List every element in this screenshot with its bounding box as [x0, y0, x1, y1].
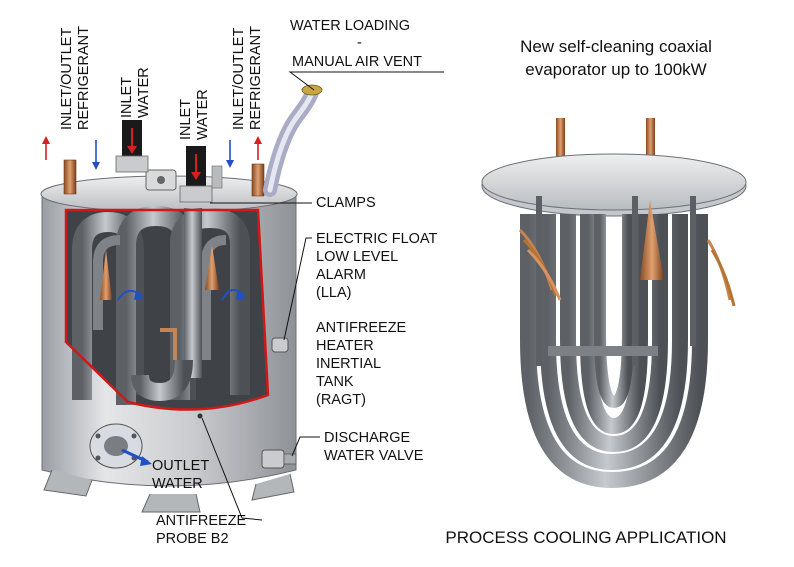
label-line: INLET	[178, 99, 194, 140]
label-line: (RAGT)	[316, 392, 366, 408]
label-line: INERTIAL	[316, 356, 381, 372]
svg-text:CLAMPS: CLAMPS	[316, 195, 376, 211]
label-line: MANUAL AIR VENT	[292, 54, 422, 70]
label-line: TANK	[316, 374, 354, 390]
label-line: ELECTRIC FLOAT	[316, 231, 438, 247]
label-line: LOW LEVEL	[316, 249, 398, 265]
label-line: INLET/OUTLET	[59, 28, 75, 130]
label-line: INLET	[119, 77, 135, 118]
right-title: New self-cleaning coaxial evaporator up …	[520, 37, 712, 79]
cutaway-outline	[64, 208, 270, 411]
inlet-water-pipe-left	[115, 120, 149, 173]
label-line: WATER LOADING	[290, 18, 410, 34]
label-inlet-outlet-refrigerant-right: INLET/OUTLET REFRIGERANT	[231, 26, 264, 130]
flow-arrow-right	[221, 289, 245, 301]
label-water-loading: WATER LOADING - MANUAL AIR VENT	[288, 18, 444, 91]
inlet-water-pipe-right	[179, 146, 213, 203]
label-inlet-water-left: INLET WATER	[119, 67, 152, 118]
label-line: WATER VALVE	[324, 448, 424, 464]
float-switch	[271, 337, 289, 353]
label-inlet-water-right: INLET WATER	[178, 89, 211, 140]
refrigerant-pipe-left	[63, 159, 77, 195]
label-antifreeze-heater: ANTIFREEZE HEATER INERTIAL TANK (RAGT)	[316, 320, 407, 408]
right-title-line: evaporator up to 100kW	[525, 60, 706, 79]
label-electric-float: ELECTRIC FLOAT LOW LEVEL ALARM (LLA)	[283, 231, 438, 341]
label-line: ANTIFREEZE	[156, 513, 247, 529]
label-line: (LLA)	[316, 285, 351, 301]
label-clamps: CLAMPS	[210, 195, 376, 211]
label-line: PROBE B2	[156, 531, 229, 547]
label-line: HEATER	[316, 338, 374, 354]
label-line: REFRIGERANT	[76, 26, 92, 130]
label-antifreeze-probe: ANTIFREEZE PROBE B2	[156, 417, 263, 547]
inner-coils	[72, 205, 250, 405]
label-line: ALARM	[316, 267, 366, 283]
label-discharge-valve: DISCHARGE WATER VALVE	[291, 430, 424, 464]
label-line: ANTIFREEZE	[316, 320, 407, 336]
label-line: DISCHARGE	[324, 430, 411, 446]
label-line: WATER	[136, 67, 152, 118]
outlet-water-flange	[89, 423, 152, 469]
label-line: WATER	[152, 476, 203, 492]
label-inlet-outlet-refrigerant-left: INLET/OUTLET REFRIGERANT	[59, 26, 92, 130]
refrigerant-flow-arrows	[42, 136, 262, 170]
right-title-line: New self-cleaning coaxial	[520, 37, 712, 56]
footer-caption: PROCESS COOLING APPLICATION	[445, 528, 726, 547]
refrigerant-pipe-right	[251, 163, 265, 197]
label-line: WATER	[195, 89, 211, 140]
label-line: OUTLET	[152, 458, 209, 474]
label-outlet-water: OUTLET WATER	[152, 458, 209, 492]
label-line: -	[357, 35, 362, 51]
label-line: REFRIGERANT	[248, 26, 264, 130]
label-line: INLET/OUTLET	[231, 28, 247, 130]
coaxial-evaporator-illustration	[481, 118, 747, 489]
discharge-valve-body	[261, 449, 285, 469]
tank-cutaway	[40, 84, 323, 513]
